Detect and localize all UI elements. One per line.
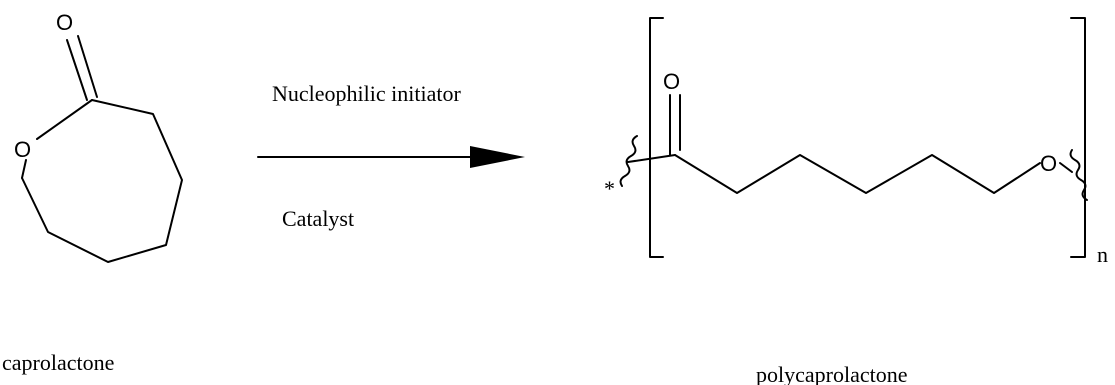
left-bracket — [649, 17, 664, 258]
carbonyl-bond-2 — [77, 35, 98, 98]
left-wavy-bond — [619, 135, 638, 187]
ring-o-ch2-bond — [21, 159, 27, 179]
carbonyl-bond-1 — [66, 39, 88, 101]
caprolactone-structure: O O — [14, 10, 183, 263]
product-chain-oxygen-label: O — [1040, 151, 1057, 176]
chain-end-marker: * — [604, 176, 615, 201]
carbonyl-oxygen-label: O — [56, 10, 73, 35]
product-carbonyl-oxygen-label: O — [663, 69, 680, 94]
product-name: polycaprolactone — [756, 362, 908, 385]
polycaprolactone-structure: O O * n — [604, 17, 1108, 267]
caprolactone-ring — [21, 99, 183, 263]
reactant-name: caprolactone — [2, 350, 114, 375]
ring-o-carbonyl-bond — [36, 99, 93, 140]
left-end-bond — [627, 154, 676, 163]
arrow-head — [470, 146, 525, 168]
right-bracket — [1070, 17, 1086, 258]
condition-above-arrow: Nucleophilic initiator — [272, 81, 461, 106]
methylene-chain — [674, 154, 1041, 194]
right-wavy-bond — [1069, 149, 1088, 201]
ring-oxygen-label: O — [14, 137, 31, 162]
reaction-arrow — [257, 146, 525, 168]
repeat-unit-subscript: n — [1097, 242, 1108, 267]
right-end-bond — [1059, 162, 1073, 173]
condition-below-arrow: Catalyst — [282, 206, 354, 231]
